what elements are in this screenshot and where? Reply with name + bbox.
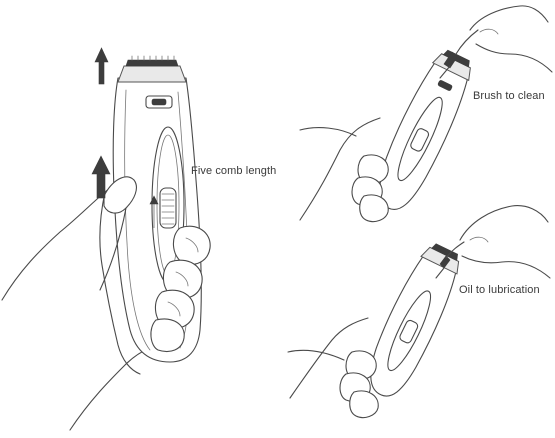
top-right-figure-brush-clean [300,6,552,222]
left-figure-hand-holding-clipper [2,48,210,430]
label-five-comb-length: Five comb length [191,165,276,177]
label-oil-to-lubrication: Oil to lubrication [459,284,540,296]
bottom-right-figure-oil-lubricate [288,206,550,418]
label-brush-to-clean: Brush to clean [473,90,545,102]
up-arrow-small-icon [95,48,108,84]
